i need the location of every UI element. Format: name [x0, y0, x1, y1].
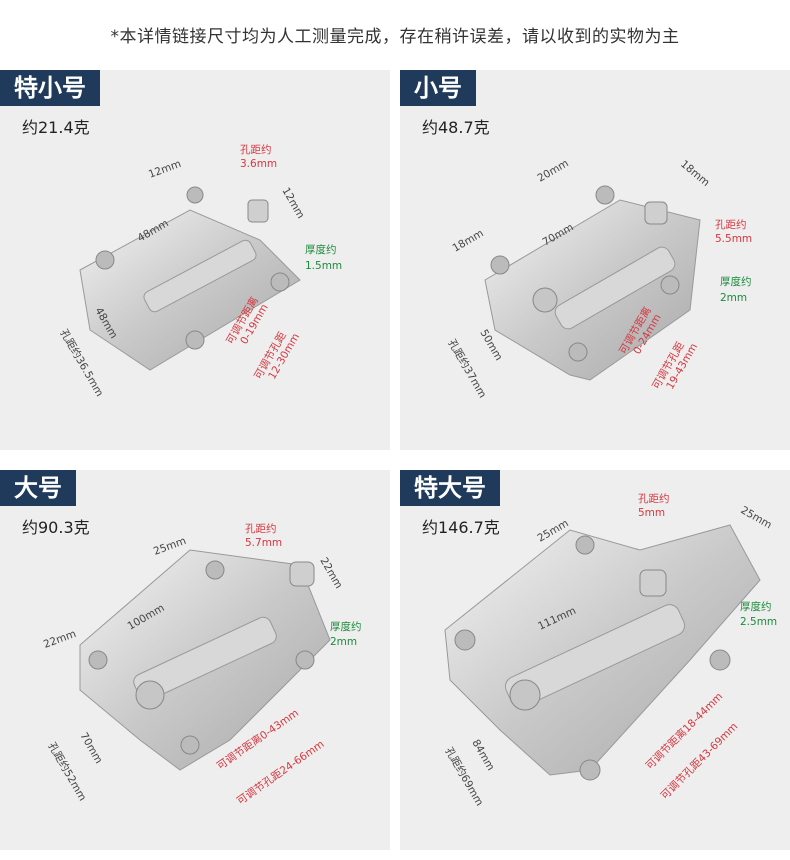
latch-illustration: 25mm 22mm 22mm 100mm 70mm 孔距约52mm 孔距约 5.… — [42, 522, 362, 807]
panel-extra-large: 特大号 约146.7克 25mm 25mm 111mm 84mm 孔距约69mm… — [400, 470, 790, 850]
thickness-label: 厚度约 — [305, 243, 337, 256]
hole-spacing-label: 孔距约 — [638, 492, 670, 505]
dim-label: 12mm — [147, 158, 183, 181]
latch-illustration: 25mm 25mm 111mm 84mm 孔距约69mm 孔距约 5mm 可调节… — [442, 492, 777, 808]
thickness-value: 2mm — [720, 292, 747, 304]
thickness-value: 2.5mm — [740, 616, 777, 628]
hole-spacing-label: 孔距约 — [240, 143, 272, 156]
hole-spacing-label: 孔距约 — [715, 218, 747, 231]
thickness-value: 2mm — [330, 636, 357, 648]
adjust-distance-label: 可调节距离18-44mm — [643, 690, 725, 772]
weight-label: 约90.3克 — [22, 518, 90, 537]
dim-label: 70mm — [77, 731, 104, 766]
latch-plate — [79, 549, 331, 771]
notice-text: *本详情链接尺寸均为人工测量完成，存在稍许误差，请以收到的实物为主 — [110, 27, 680, 47]
latch-plate — [444, 524, 761, 781]
hole-spacing-value: 3.6mm — [240, 158, 277, 170]
size-tag: 特大号 — [400, 470, 500, 506]
latch-illustration: 12mm 48mm 12mm 48mm 孔距约36.5mm 孔距约 3.6mm … — [57, 143, 342, 399]
thickness-label: 厚度约 — [330, 620, 362, 633]
thickness-label: 厚度约 — [720, 275, 752, 288]
dim-label: 20mm — [536, 157, 571, 184]
dim-label: 22mm — [42, 628, 78, 651]
dim-label: 18mm — [678, 158, 712, 189]
weight-label: 约21.4克 — [22, 118, 90, 137]
hole-spacing-label: 孔距约 — [245, 522, 277, 535]
thickness-value: 1.5mm — [305, 260, 342, 272]
panel-small: 小号 约48.7克 20mm 18mm 18mm 70mm 50mm 孔距约37… — [400, 70, 790, 450]
dim-label: 12mm — [279, 186, 306, 221]
size-tag: 大号 — [0, 470, 76, 506]
dim-label: 孔距约36.5mm — [57, 327, 106, 399]
size-tag: 小号 — [400, 70, 476, 106]
dim-label: 22mm — [317, 556, 344, 591]
adjust-hole-label: 可调节孔距43-69mm — [658, 720, 740, 802]
dim-label: 孔距约52mm — [45, 740, 89, 803]
dim-label: 84mm — [469, 738, 496, 773]
hole-spacing-value: 5.5mm — [715, 233, 752, 245]
weight-label: 约48.7克 — [422, 118, 490, 137]
hole-spacing-value: 5mm — [638, 507, 665, 519]
thickness-label: 厚度约 — [740, 600, 772, 613]
latch-illustration: 20mm 18mm 18mm 70mm 50mm 孔距约37mm 孔距约 5.5… — [445, 157, 752, 400]
dim-label: 25mm — [152, 535, 188, 558]
latch-plate — [484, 185, 701, 381]
dim-label: 孔距约37mm — [445, 337, 489, 400]
weight-label: 约146.7克 — [422, 518, 500, 537]
latch-plate — [79, 186, 301, 371]
dim-label: 18mm — [451, 227, 486, 254]
dim-label: 25mm — [739, 504, 774, 531]
panel-large: 大号 约90.3克 25mm 22mm 22mm 100mm 70mm 孔距约5… — [0, 470, 390, 850]
hole-spacing-value: 5.7mm — [245, 537, 282, 549]
panel-extra-small: 特小号 约21.4克 12mm 48mm 12mm 48mm 孔距约36.5mm… — [0, 70, 390, 450]
size-tag: 特小号 — [0, 70, 100, 106]
